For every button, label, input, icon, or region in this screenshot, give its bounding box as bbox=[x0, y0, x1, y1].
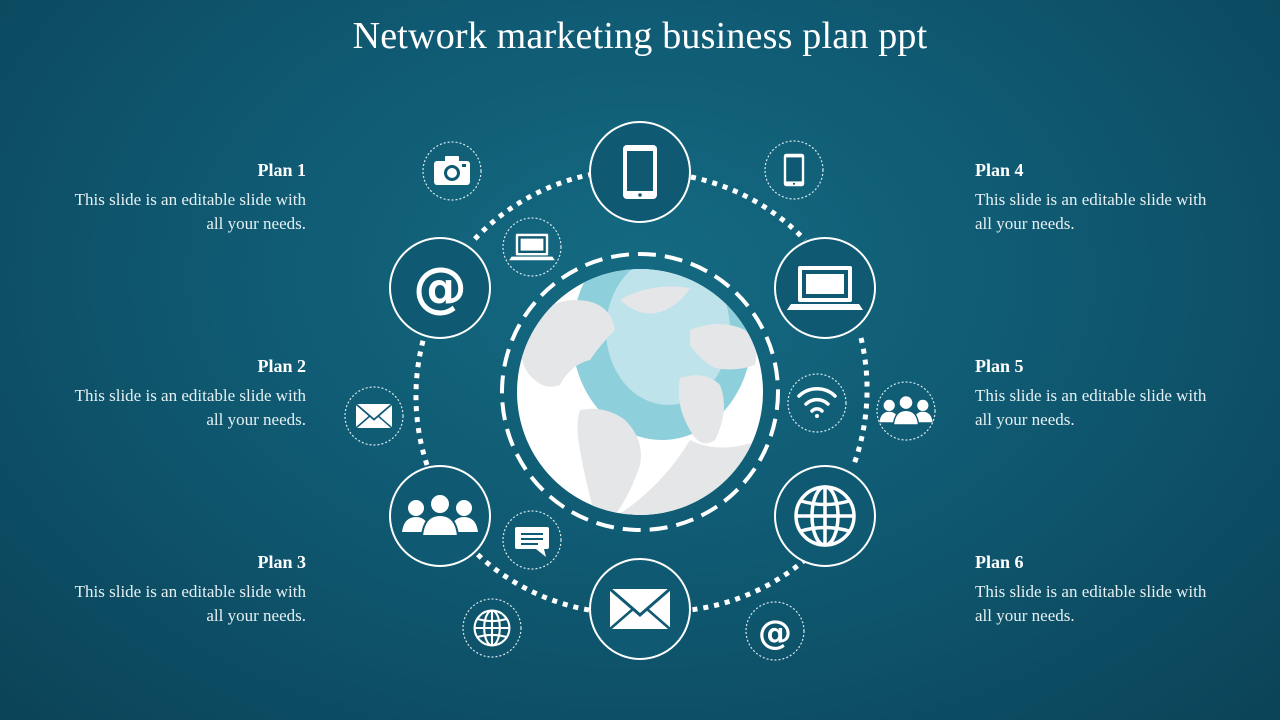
small-node-chat bbox=[502, 510, 562, 570]
plan-2: Plan 2 This slide is an editable slide w… bbox=[36, 356, 306, 432]
plan-4-description: This slide is an editable slide with all… bbox=[975, 188, 1245, 236]
plan-6-desc-line2: all your needs. bbox=[975, 606, 1075, 625]
plan-5-description: This slide is an editable slide with all… bbox=[975, 384, 1245, 432]
small-node-envelope bbox=[344, 386, 404, 446]
slide-title: Network marketing business plan ppt bbox=[352, 15, 928, 57]
plan-6-description: This slide is an editable slide with all… bbox=[975, 580, 1245, 628]
outer-dotted-ring bbox=[413, 171, 870, 613]
plan-6: Plan 6 This slide is an editable slide w… bbox=[975, 552, 1245, 628]
plan-3-title: Plan 3 bbox=[257, 552, 306, 572]
plan-2-desc-line1: This slide is an editable slide with bbox=[74, 386, 306, 405]
plan-2-desc-line2: all your needs. bbox=[206, 410, 306, 429]
plan-5-title: Plan 5 bbox=[975, 356, 1024, 376]
plan-3-desc-line1: This slide is an editable slide with bbox=[74, 582, 306, 601]
wifi-icon bbox=[797, 387, 837, 420]
plan-4: Plan 4 This slide is an editable slide w… bbox=[975, 160, 1245, 236]
globe-icon bbox=[794, 485, 856, 547]
at-sign-icon: @ bbox=[413, 256, 467, 319]
plan-5-desc-line2: all your needs. bbox=[975, 410, 1075, 429]
plan-6-title: Plan 6 bbox=[975, 552, 1024, 572]
ring-node-laptop bbox=[774, 237, 876, 339]
plan-6-desc-line1: This slide is an editable slide with bbox=[975, 582, 1207, 601]
plan-5: Plan 5 This slide is an editable slide w… bbox=[975, 356, 1245, 432]
at-sign-icon: @ bbox=[758, 613, 792, 653]
plan-4-title: Plan 4 bbox=[975, 160, 1024, 180]
plan-1-desc-line1: This slide is an editable slide with bbox=[74, 190, 306, 209]
small-node-globe bbox=[462, 598, 522, 658]
smartphone-icon bbox=[783, 153, 805, 187]
plan-5-desc-line1: This slide is an editable slide with bbox=[975, 386, 1207, 405]
plan-1-desc-line2: all your needs. bbox=[206, 214, 306, 233]
plan-3-desc-line2: all your needs. bbox=[206, 606, 306, 625]
smartphone-icon bbox=[623, 145, 657, 199]
plan-2-title: Plan 2 bbox=[257, 356, 306, 376]
globe-icon bbox=[473, 609, 511, 647]
people-group-icon bbox=[878, 394, 934, 426]
envelope-icon bbox=[355, 403, 393, 429]
envelope-icon bbox=[608, 587, 672, 631]
plan-1: Plan 1 This slide is an editable slide w… bbox=[36, 160, 306, 236]
plan-4-desc-line2: all your needs. bbox=[975, 214, 1075, 233]
inner-dashed-ring bbox=[500, 252, 780, 532]
plan-3-description: This slide is an editable slide with all… bbox=[36, 580, 306, 628]
plan-2-description: This slide is an editable slide with all… bbox=[36, 384, 306, 432]
globe-illustration bbox=[517, 269, 763, 515]
small-node-wifi bbox=[787, 373, 847, 433]
chat-bubble-icon bbox=[514, 526, 550, 558]
ring-node-envelope bbox=[589, 558, 691, 660]
ring-node-at-sign: @ bbox=[389, 237, 491, 339]
ring-node-people bbox=[389, 465, 491, 567]
plan-1-title: Plan 1 bbox=[257, 160, 306, 180]
small-node-laptop bbox=[502, 217, 562, 277]
plan-3: Plan 3 This slide is an editable slide w… bbox=[36, 552, 306, 628]
small-node-at-sign: @ bbox=[745, 601, 805, 661]
laptop-icon bbox=[509, 233, 555, 261]
plan-4-desc-line1: This slide is an editable slide with bbox=[975, 190, 1207, 209]
ring-node-smartphone bbox=[589, 121, 691, 223]
camera-icon bbox=[434, 156, 470, 185]
small-node-camera bbox=[422, 141, 482, 201]
ring-node-globe bbox=[774, 465, 876, 567]
plan-1-description: This slide is an editable slide with all… bbox=[36, 188, 306, 236]
small-node-smartphone bbox=[764, 140, 824, 200]
small-node-people bbox=[876, 381, 936, 441]
